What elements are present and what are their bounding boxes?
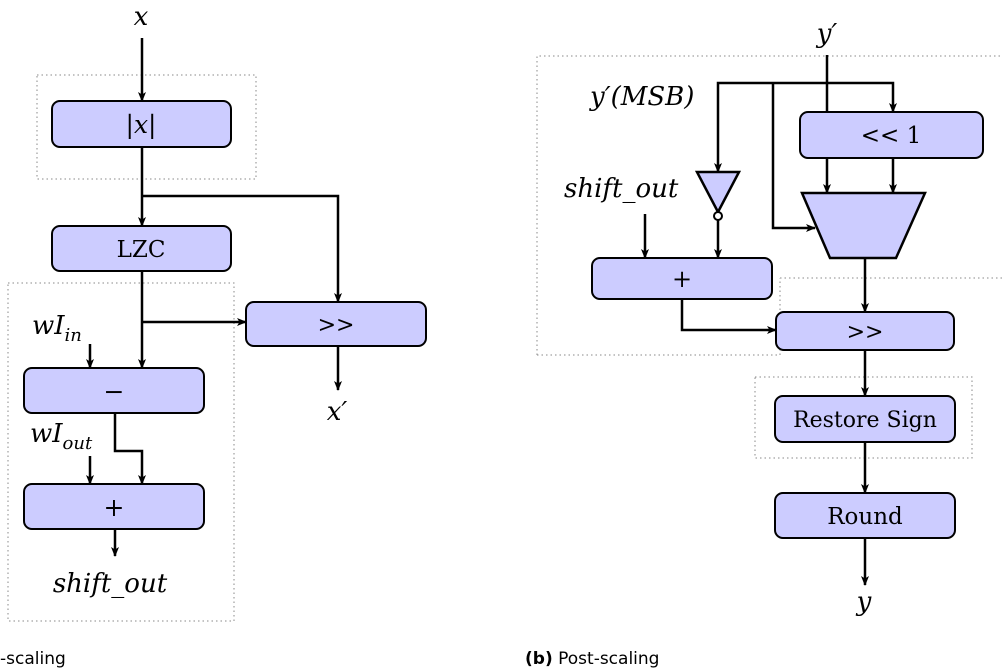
caption-b: (b) Post-scaling [525, 649, 659, 669]
caption-a: -scaling [0, 649, 66, 669]
abs-box-label: |x| [126, 110, 157, 140]
normalize-group-frame [536, 55, 1003, 355]
arrow-y-to-mux-side [771, 83, 816, 232]
shift-right-box [245, 301, 427, 347]
input-y-label: y′ [816, 19, 838, 49]
arrow-abs-to-shift [142, 194, 342, 303]
shift-left-box-label: << 1 [861, 123, 922, 149]
msb-label: y′(MSB) [589, 82, 694, 112]
output-x-label: x′ [327, 397, 348, 427]
shift-calc-group-frame [7, 282, 235, 622]
pre-scaling-diagram: x |x| LZC >> x′ wIin − wIout [0, 2, 427, 669]
shift-right-box-label: >> [318, 313, 355, 338]
plus-box-label: + [104, 493, 125, 522]
mux-trapezoid [800, 191, 927, 260]
caption-b-tag: (b) [525, 649, 553, 669]
arrow-y-to-shl [827, 81, 897, 113]
arrow-y-msb-to-inverter [714, 81, 827, 173]
arrow-adder-to-shift [680, 299, 777, 334]
output-y-label: y [856, 587, 872, 617]
round-box-label: Round [827, 504, 903, 530]
shift-out-label: shift_out [53, 569, 168, 599]
w-out-label: wIout [30, 419, 93, 454]
caption-b-text: Post-scaling [558, 649, 659, 669]
abs-group-frame [36, 74, 257, 180]
inverter-bubble [713, 211, 723, 221]
shift-out-input-label: shift_out [564, 174, 679, 204]
input-x-label: x [134, 2, 149, 32]
w-in-label: wIin [32, 311, 82, 346]
inverter-gate [694, 170, 742, 215]
minus-box-label: − [104, 377, 125, 406]
shift-right-box-b-label: >> [847, 320, 884, 345]
post-scaling-diagram: y′ y′(MSB) << 1 shift_out + >> Restore [525, 19, 1003, 669]
restore-group-frame [754, 376, 973, 459]
lzc-box-label: LZC [117, 237, 166, 263]
adder-box-label: + [672, 265, 692, 293]
restore-sign-box-label: Restore Sign [793, 408, 937, 433]
shift-left-box [799, 111, 984, 159]
arrow-minus-to-plus [113, 413, 146, 485]
